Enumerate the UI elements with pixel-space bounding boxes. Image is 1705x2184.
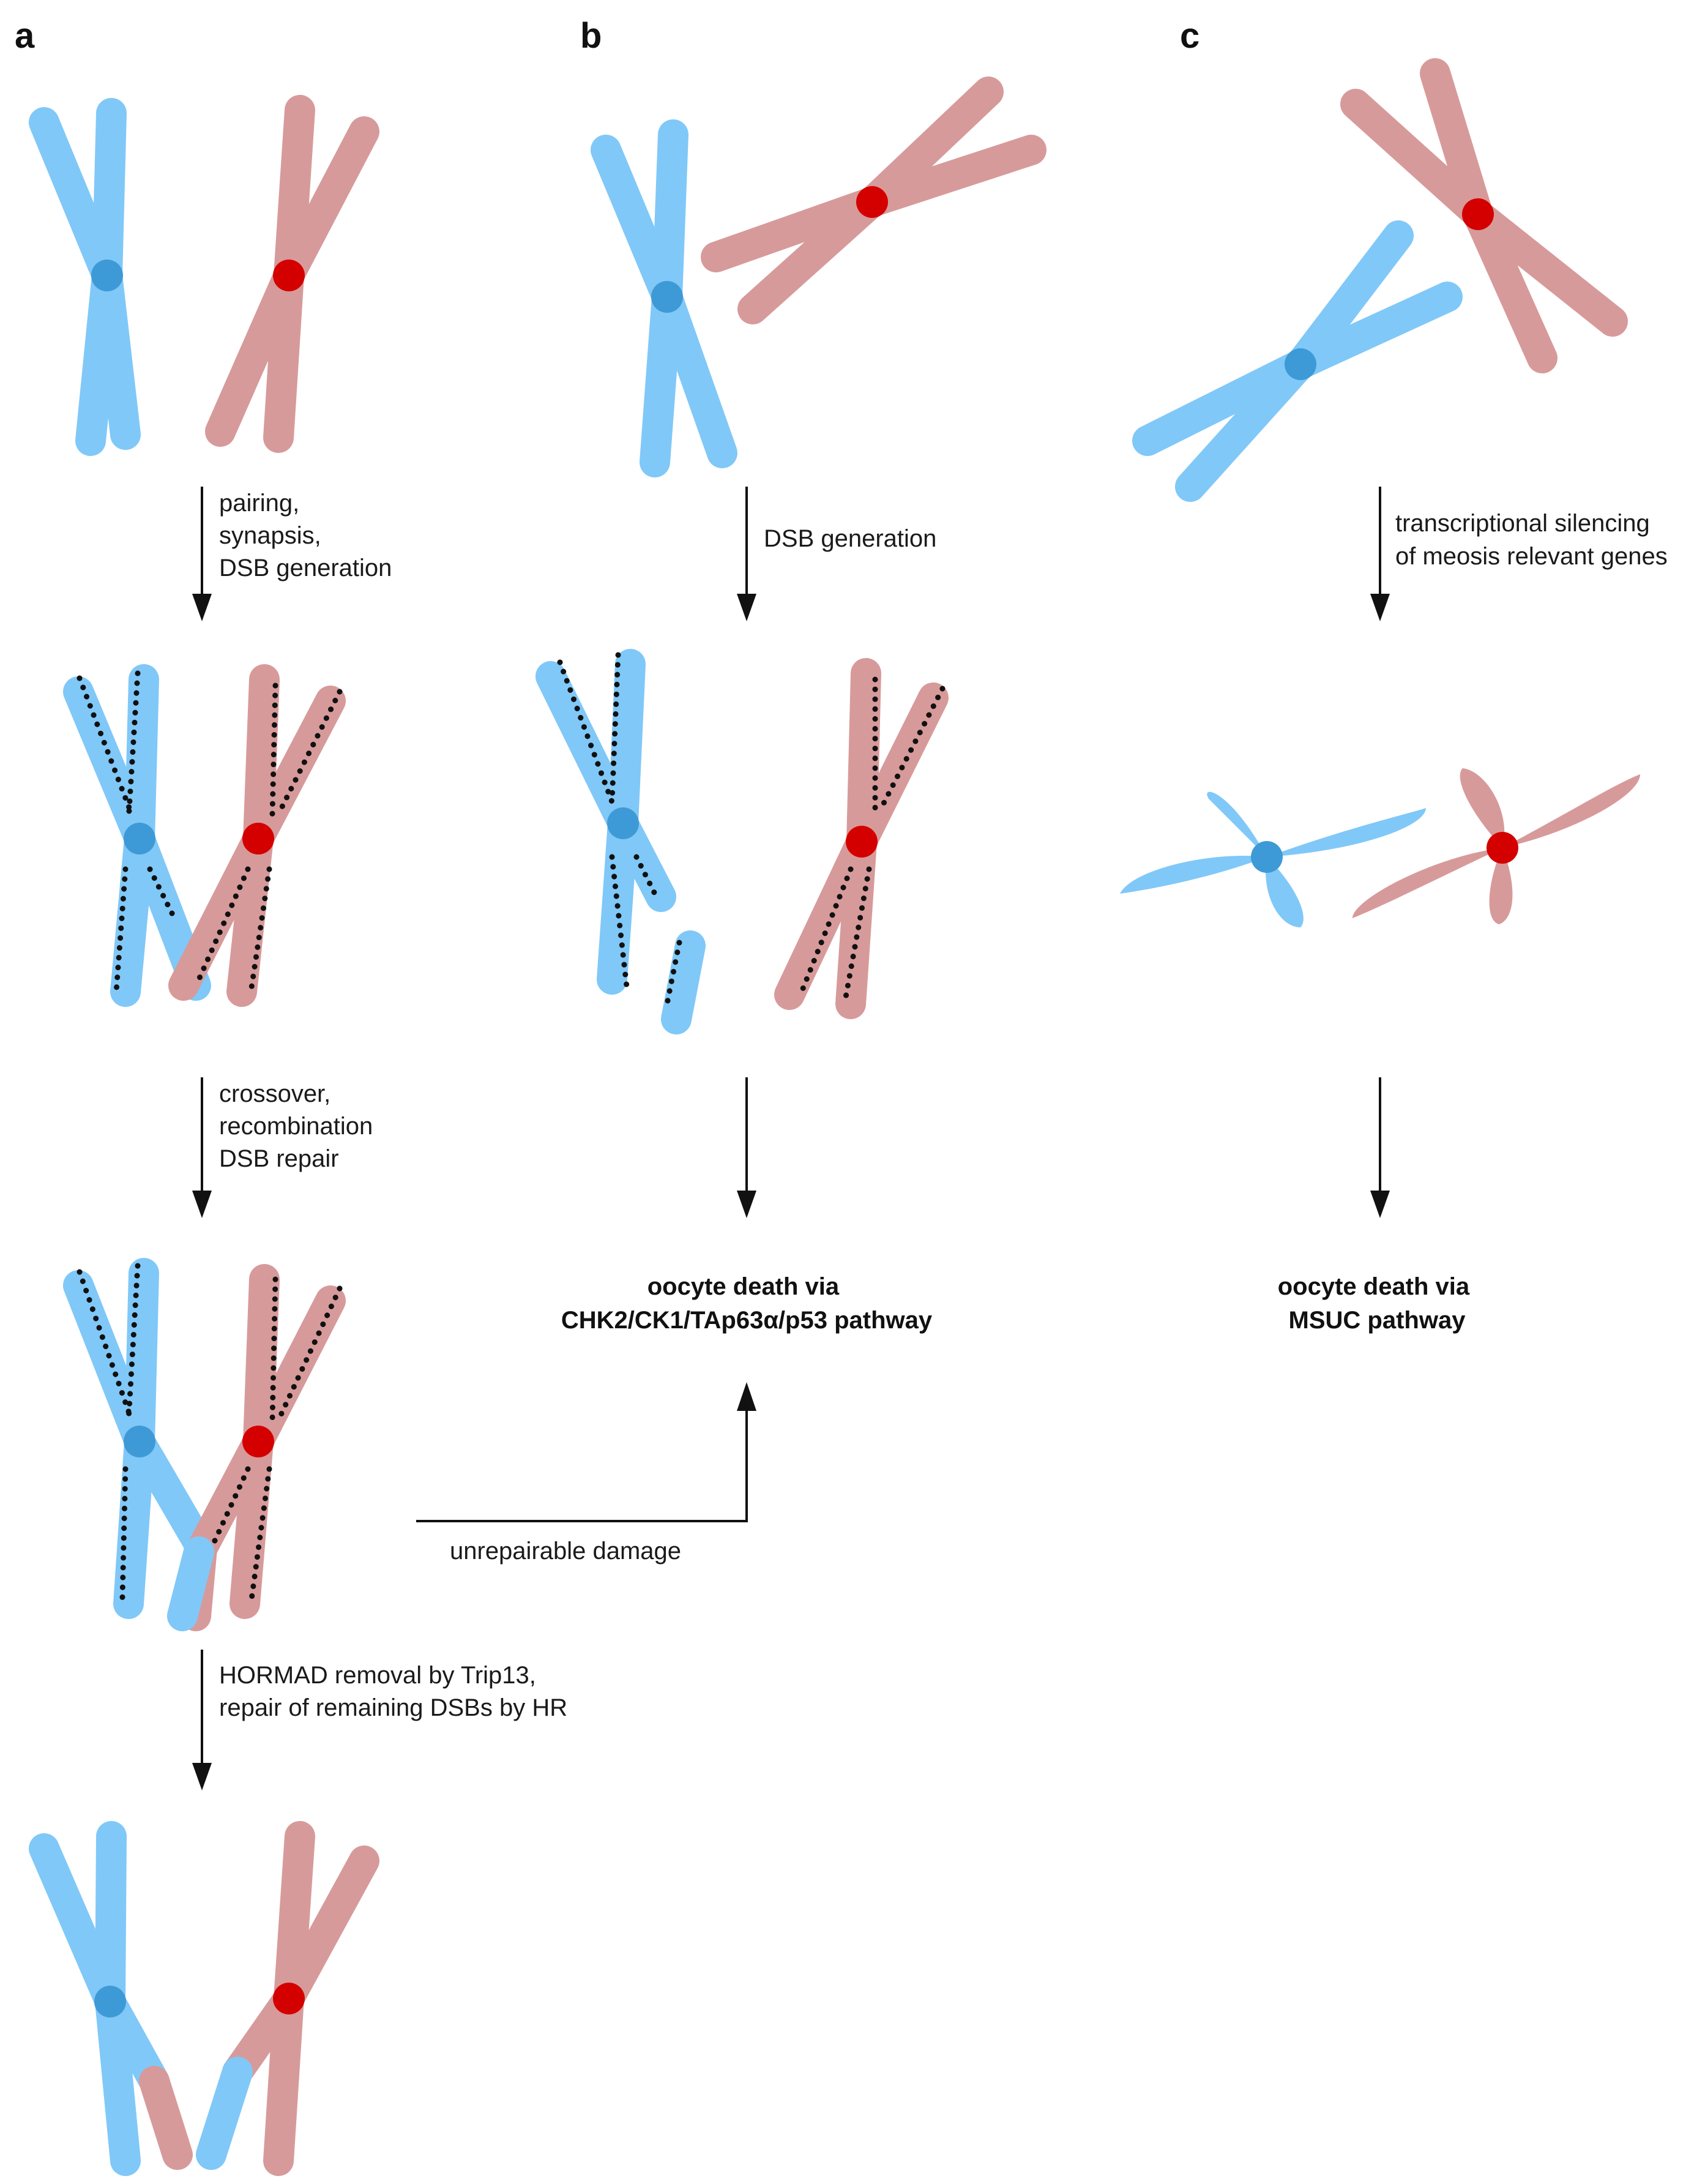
paternal-centromere (273, 1983, 305, 2014)
paternal-centromere (242, 823, 274, 855)
panel-a-stage4-chromosomes (29, 1821, 379, 2176)
axis-dots (799, 866, 854, 995)
paternal-centromere (846, 826, 878, 858)
panel-b-arrow-2 (737, 1077, 756, 1218)
panel-a-stage3-chromosomes (63, 1258, 346, 1631)
maternal-centromere (124, 823, 155, 855)
axis-dots (633, 854, 658, 897)
paternal-centromere (856, 186, 888, 218)
paternal-chromosome (701, 77, 1047, 324)
axis-dots (196, 866, 251, 982)
panel-a-stage2-chromosomes (63, 664, 346, 1007)
unrepairable-damage-label: unrepairable damage (450, 1538, 681, 1565)
panel-a-step1-label: pairing, synapsis, DSB generation (219, 490, 392, 582)
panel-label-b: b (580, 16, 602, 56)
axis-dots (125, 1263, 141, 1423)
silenced-maternal-chromosome (1120, 791, 1426, 927)
axis-dots (878, 686, 946, 811)
axis-dots (269, 1276, 278, 1423)
maternal-chromosome (1132, 220, 1463, 502)
panel-c-arrow-1 (1370, 487, 1390, 621)
axis-dots (76, 1269, 135, 1423)
maternal-centromere (1285, 348, 1316, 380)
broken-fragment (661, 930, 706, 1034)
maternal-chromosome (591, 119, 737, 477)
panel-b-arrow-1 (737, 487, 756, 621)
paternal-centromere (1462, 198, 1494, 230)
panel-b-step1-label: DSB generation (764, 525, 936, 552)
axis-dots (275, 1285, 343, 1423)
axis-dots (663, 940, 682, 1013)
paternal-centromere (273, 260, 305, 291)
panel-c-stage1-chromosomes (1132, 58, 1628, 502)
axis-dots (269, 682, 278, 817)
axis-dots (609, 854, 630, 995)
crossover-segment (167, 1536, 214, 1631)
silenced-paternal-chromosome (1352, 768, 1640, 924)
panel-a-step3-label: HORMAD removal by Trip13, repair of rema… (219, 1662, 567, 1721)
axis-dots (119, 1466, 129, 1601)
maternal-centromere (1251, 841, 1283, 873)
panel-label-c: c (1180, 16, 1199, 56)
maternal-centromere (651, 281, 683, 313)
axis-dots (147, 866, 177, 921)
axis-dots (841, 866, 872, 1007)
axis-dots (248, 866, 272, 995)
maternal-centromere (607, 807, 639, 839)
panel-a-arrow-2 (192, 1077, 212, 1218)
axis-dots (248, 1466, 272, 1607)
panel-label-a: a (15, 16, 35, 56)
maternal-centromere (91, 260, 123, 291)
panel-c-arrow-2 (1370, 1077, 1390, 1218)
paternal-centromere (242, 1426, 274, 1457)
panel-a-arrow-1 (192, 487, 212, 621)
recombined-maternal-chromosome (29, 1821, 193, 2176)
panel-c-step1-label: transcriptional silencing of meosis rele… (1395, 510, 1668, 570)
panel-b-stage1-chromosomes (591, 77, 1047, 477)
unrepairable-damage-arrow (416, 1382, 756, 1522)
maternal-centromere (94, 1986, 126, 2018)
paternal-chromosome (1340, 58, 1628, 373)
panel-b-outcome: oocyte death via CHK2/CK1/TAp63α/p53 pat… (561, 1273, 933, 1334)
panel-a-stage1-chromosomes (29, 95, 379, 456)
paternal-centromere (1487, 832, 1518, 864)
axis-dots (113, 866, 129, 995)
maternal-centromere (124, 1426, 155, 1457)
maternal-chromosome (29, 98, 141, 456)
recombined-paternal-chromosome (196, 1821, 379, 2176)
axis-dots (275, 689, 343, 817)
panel-c-stage2-chromosomes (1120, 768, 1640, 927)
panel-a-arrow-3 (192, 1650, 212, 1790)
paternal-chromosome (205, 95, 379, 453)
panel-b-stage2-chromosomes (535, 649, 949, 1034)
panel-a-step2-label: crossover, recombination DSB repair (219, 1080, 379, 1172)
panel-c-outcome: oocyte death via MSUC pathway (1278, 1273, 1477, 1334)
